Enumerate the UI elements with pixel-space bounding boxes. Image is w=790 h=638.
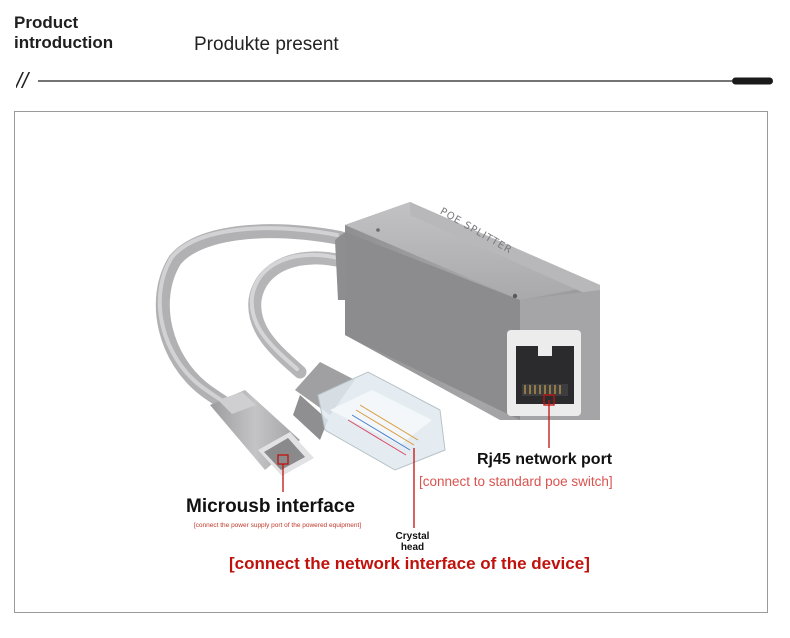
microusb-label: Microusb interface (186, 496, 355, 517)
divider-slash-mark: // (16, 68, 30, 93)
section-title-line2: introduction (14, 33, 114, 52)
crystal-head-label: Crystal head (395, 531, 430, 553)
rj45-port-label: Rj45 network port (477, 451, 613, 468)
section-subtitle: Produkte present (194, 34, 339, 55)
header-divider: // (16, 68, 773, 93)
section-title-line1: Product (14, 13, 79, 32)
product-frame (14, 111, 768, 613)
microusb-plug (210, 390, 314, 492)
rj45-port-note: [connect to standard poe switch] (419, 474, 613, 489)
cable-rj45 (248, 251, 352, 379)
device-interface-note: [connect the network interface of the de… (229, 554, 590, 573)
section-title: Product introduction (14, 13, 113, 53)
rj45-callout (543, 394, 555, 448)
rj45-crystal-head (293, 362, 446, 528)
microusb-note: [connect the power supply port of the po… (193, 522, 362, 529)
rj45-port (507, 330, 581, 416)
